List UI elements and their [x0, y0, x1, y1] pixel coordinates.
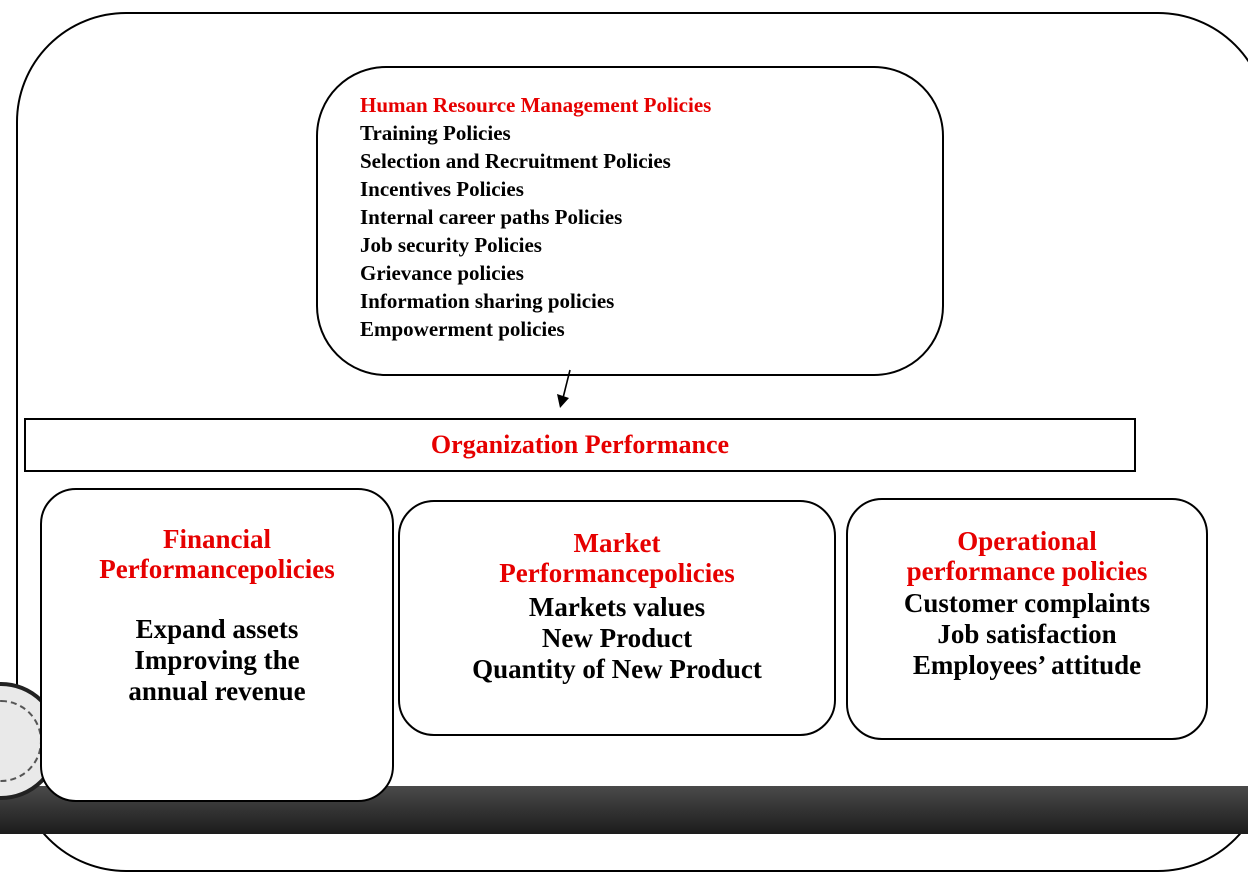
card-item: Job satisfaction — [937, 619, 1117, 649]
card-heading-line: Performancepolicies — [99, 554, 335, 584]
card-item: Employees’ attitude — [912, 650, 1142, 680]
financial-performance-card: Financial Performancepolicies Expand ass… — [40, 488, 394, 802]
hrm-policies-list: Training Policies Selection and Recruitm… — [360, 119, 942, 343]
card-item: Markets values — [528, 592, 706, 622]
hrm-policy-item: Grievance policies — [360, 261, 524, 285]
hrm-title: Human Resource Management Policies — [360, 93, 712, 117]
card-items: Expand assets Improving the annual reven… — [42, 614, 392, 707]
market-performance-card: Market Performancepolicies Markets value… — [398, 500, 836, 736]
card-heading-line: Performancepolicies — [499, 558, 735, 588]
hrm-policy-item: Information sharing policies — [360, 289, 615, 313]
hrm-policy-item: Empowerment policies — [360, 317, 565, 341]
card-item: Expand assets — [135, 614, 299, 644]
card-item: Quantity of New Product — [472, 654, 762, 684]
hrm-policy-item: Training Policies — [360, 121, 511, 145]
card-heading-line: Operational — [957, 526, 1097, 556]
card-item: annual revenue — [128, 676, 306, 706]
arrow-down-icon — [557, 369, 571, 408]
operational-performance-card: Operational performance policies Custome… — [846, 498, 1208, 740]
card-heading: Operational performance policies — [848, 526, 1206, 586]
card-heading-line: Market — [573, 528, 661, 558]
card-item: Improving the — [134, 645, 300, 675]
hrm-policy-item: Internal career paths Policies — [360, 205, 623, 229]
card-heading-line: Financial — [162, 524, 271, 554]
card-heading: Financial Performancepolicies — [42, 524, 392, 584]
card-item: Customer complaints — [903, 588, 1151, 618]
card-heading: Market Performancepolicies — [400, 528, 834, 588]
hrm-policy-item: Incentives Policies — [360, 177, 524, 201]
card-heading-line: performance policies — [906, 556, 1148, 586]
card-item: New Product — [541, 623, 693, 653]
card-items: Markets values New Product Quantity of N… — [400, 592, 834, 685]
hrm-policy-item: Selection and Recruitment Policies — [360, 149, 671, 173]
organization-performance-title: Organization Performance — [430, 430, 730, 459]
organization-performance-bar: Organization Performance — [24, 418, 1136, 472]
hrm-policy-item: Job security Policies — [360, 233, 542, 257]
hrm-policies-box: Human Resource Management Policies Train… — [316, 66, 944, 376]
seal-ring — [0, 700, 42, 782]
card-items: Customer complaints Job satisfaction Emp… — [848, 588, 1206, 681]
